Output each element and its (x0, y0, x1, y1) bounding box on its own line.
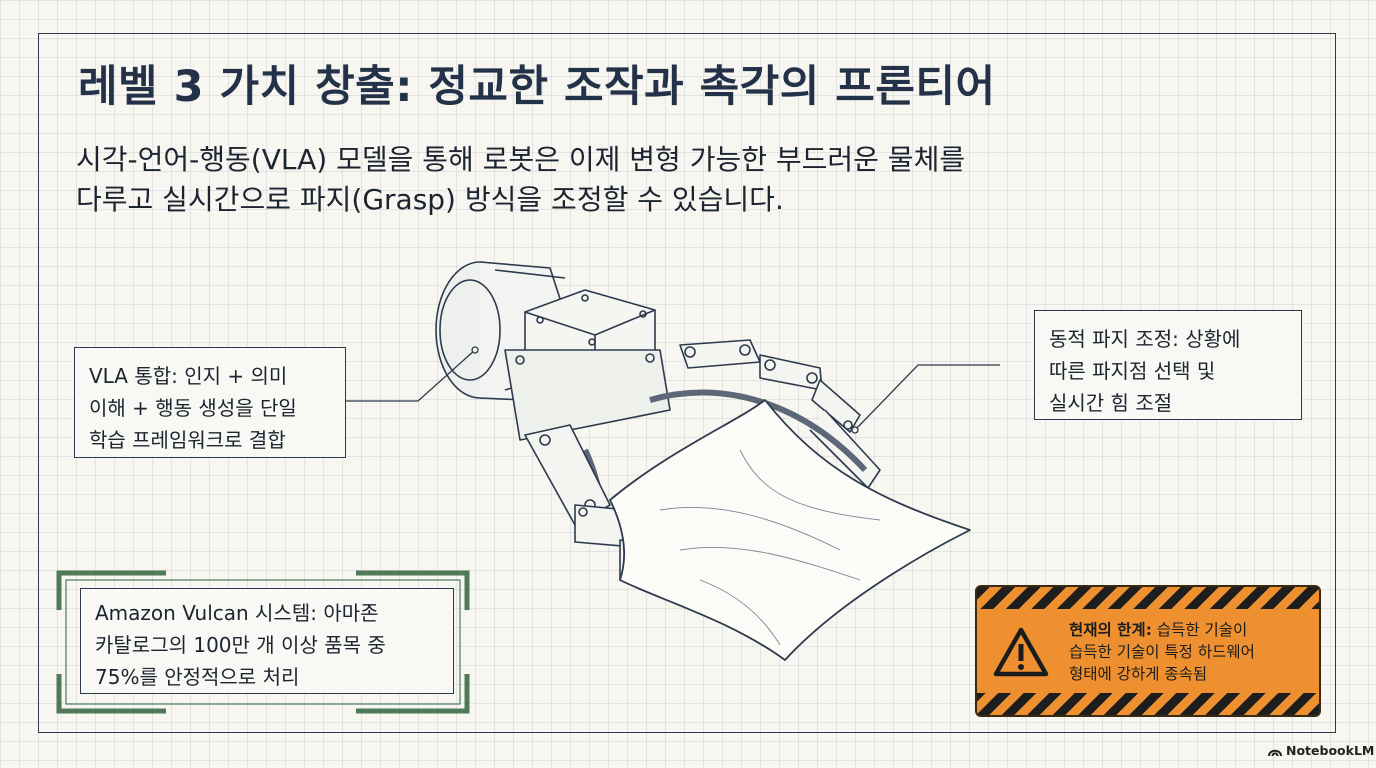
page-subtitle: 시각-언어-행동(VLA) 모델을 통해 로봇은 이제 변형 가능한 부드러운 … (76, 140, 1236, 220)
dynamic-callout-line-1: 동적 파지 조정: 상황에 (1049, 327, 1241, 351)
warning-line-1: 현재의 한계: 습득한 기술이 (1069, 619, 1255, 641)
amazon-callout-bracket (56, 570, 470, 714)
amazon-callout-line-1: Amazon Vulcan 시스템: 아마존 (95, 601, 379, 625)
notebooklm-branding: NotebookLM (1268, 743, 1374, 758)
blueprint-frame (38, 33, 1336, 733)
vla-integration-callout: VLA 통합: 인지 + 의미 이해 + 행동 생성을 단일 학습 프레임워크로… (74, 347, 346, 458)
warning-line-2: 습득한 기술이 특정 하드웨어 (1069, 643, 1255, 661)
amazon-callout-line-2: 카탈로그의 100만 개 이상 품목 중 (95, 633, 386, 657)
robot-gripper-illustration (346, 261, 1000, 661)
motor-block (504, 289, 671, 441)
notebooklm-logo-icon (1268, 749, 1282, 757)
vla-callout-line-3: 학습 프레임워크로 결합 (89, 428, 286, 452)
warning-line-1-rest: 습득한 기술이 (1151, 621, 1248, 639)
vla-callout-line-2: 이해 + 행동 생성을 단일 (89, 396, 297, 420)
limitation-warning-panel: 현재의 한계: 습득한 기술이 습득한 기술이 특정 하드웨어 형태에 강하게 … (975, 585, 1321, 717)
warning-text: 현재의 한계: 습득한 기술이 습득한 기술이 특정 하드웨어 형태에 강하게 … (1069, 619, 1255, 685)
warning-line-3: 형태에 강하게 종속됨 (1069, 665, 1208, 683)
subtitle-line-2: 다루고 실시간으로 파지(Grasp) 방식을 조정할 수 있습니다. (76, 183, 784, 216)
warning-triangle-icon (993, 627, 1049, 677)
vla-leader-line (346, 349, 476, 402)
warning-label: 현재의 한계: (1069, 621, 1152, 639)
dynamic-grasp-callout: 동적 파지 조정: 상황에 따른 파지점 선택 및 실시간 힘 조절 (1034, 310, 1302, 420)
dynamic-callout-line-2: 따른 파지점 선택 및 (1049, 359, 1216, 383)
amazon-vulcan-callout: Amazon Vulcan 시스템: 아마존 카탈로그의 100만 개 이상 품… (80, 588, 454, 694)
vla-callout-line-1: VLA 통합: 인지 + 의미 (89, 364, 288, 388)
branding-text: NotebookLM (1286, 743, 1375, 758)
page-title: 레벨 3 가치 창출: 정교한 조작과 촉각의 프론티어 (78, 62, 996, 112)
soft-pillow-object (609, 399, 971, 661)
dynamic-callout-line-3: 실시간 힘 조절 (1049, 391, 1173, 415)
warning-panel-body: 현재의 한계: 습득한 기술이 습득한 기술이 특정 하드웨어 형태에 강하게 … (977, 609, 1319, 693)
dynamic-leader-line (854, 364, 1000, 431)
subtitle-line-1: 시각-언어-행동(VLA) 모델을 통해 로봇은 이제 변형 가능한 부드러운 … (76, 143, 966, 176)
amazon-callout-line-3: 75%를 안정적으로 처리 (95, 665, 300, 689)
